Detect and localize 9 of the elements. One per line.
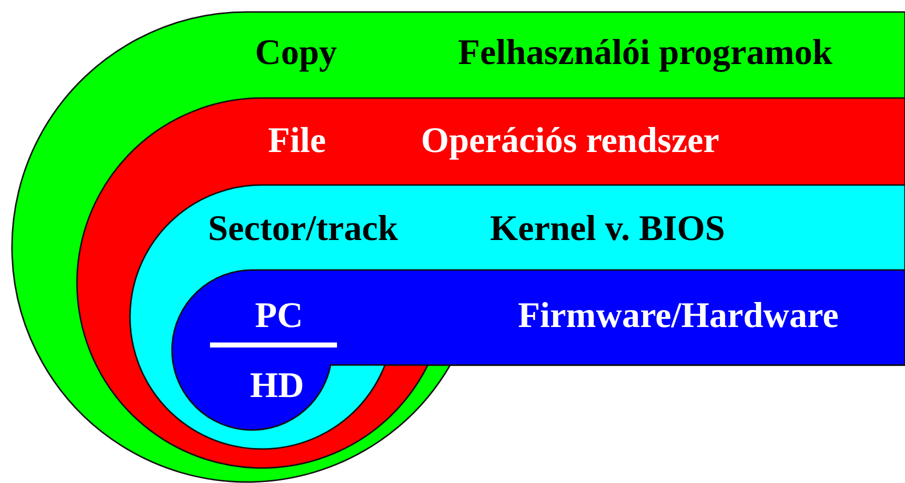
layer-label: Operációs rendszer <box>421 120 720 160</box>
layer-label: PC <box>255 295 303 335</box>
layer-label: File <box>268 120 326 160</box>
layer-label: Felhasználói programok <box>458 32 832 72</box>
layer-label: Kernel v. BIOS <box>490 208 726 248</box>
layer-label: Firmware/Hardware <box>518 295 839 335</box>
layer-label: HD <box>250 365 304 405</box>
layer-label: Sector/track <box>208 208 398 248</box>
layer-label: Copy <box>255 32 338 72</box>
